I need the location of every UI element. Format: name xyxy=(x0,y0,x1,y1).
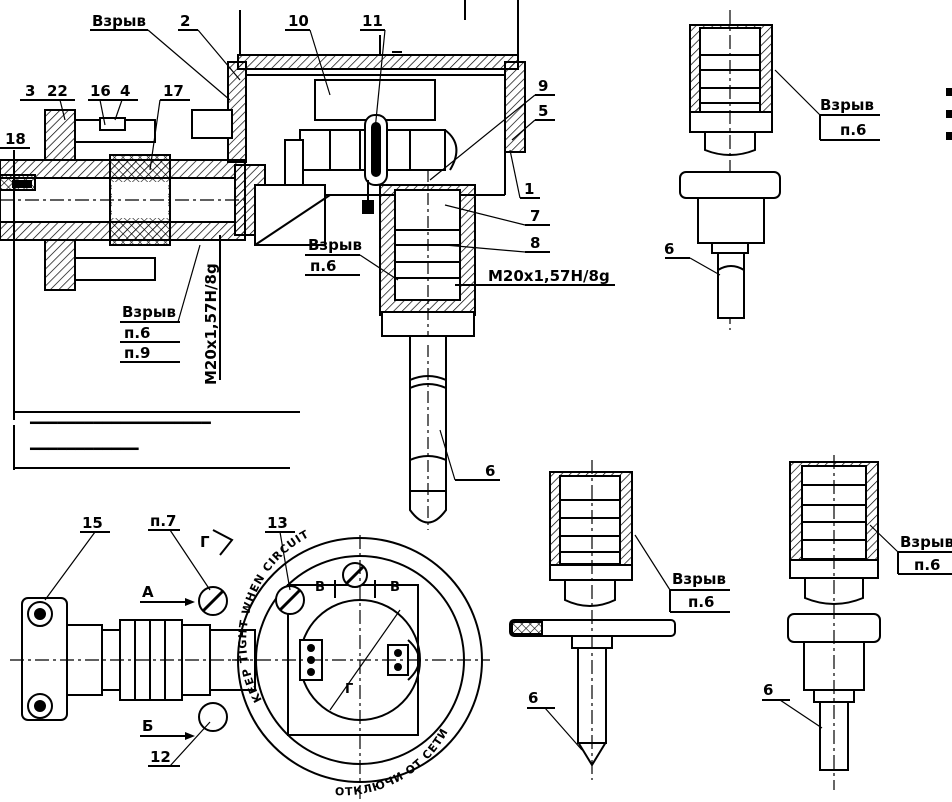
callout-15: 15 xyxy=(82,514,103,532)
note-vzryv: Взрыв xyxy=(672,570,726,588)
callout-7: 7 xyxy=(530,207,540,225)
mark-b-right: В xyxy=(390,580,400,595)
mark-b-left: В xyxy=(315,580,325,595)
note-vzryv: Взрыв xyxy=(92,12,146,30)
callout-13: 13 xyxy=(267,514,288,532)
front-view: KEEP TIGHT WHEN CIRCUIT ОТКЛЮЧИ ОТ СЕТИ xyxy=(10,527,490,800)
view-b-label: Б xyxy=(142,717,153,735)
callout-22: 22 xyxy=(47,82,68,100)
callout-12: 12 xyxy=(150,748,171,766)
note-p6: п.6 xyxy=(310,257,337,275)
callout-5: 5 xyxy=(538,102,548,120)
callout-4: 4 xyxy=(120,82,130,100)
callout-11: 11 xyxy=(362,12,383,30)
note-p7: п.7 xyxy=(150,512,177,530)
variant-top-right: Взрыв п.6 6 xyxy=(664,10,952,330)
note-p6: п.6 xyxy=(914,556,941,574)
callout-9: 9 xyxy=(538,77,548,95)
main-section-view: ━━━━━━━━━━━━━━━━━━━━ ━━━━━━━━━━━━ xyxy=(0,0,526,530)
callout-1: 1 xyxy=(524,180,534,198)
callout-6: 6 xyxy=(763,681,773,699)
callout-16: 16 xyxy=(90,82,111,100)
callout-6: 6 xyxy=(664,240,674,258)
main-leaders xyxy=(0,29,615,481)
callout-10: 10 xyxy=(288,12,309,30)
note-vzryv: Взрыв xyxy=(122,303,176,321)
callout-3: 3 xyxy=(25,82,35,100)
callout-17: 17 xyxy=(163,82,184,100)
ring-text-bottom-path: ОТКЛЮЧИ ОТ СЕТИ xyxy=(335,726,450,799)
note-thread: M20x1,57H/8g xyxy=(488,267,610,285)
note-p6: п.6 xyxy=(124,324,151,342)
ring-text-bottom: ОТКЛЮЧИ ОТ СЕТИ xyxy=(335,726,451,799)
view-g-label: Г xyxy=(200,533,210,551)
note-p6: п.6 xyxy=(688,593,715,611)
note-p6: п.6 xyxy=(840,121,867,139)
note-vzryv: Взрыв xyxy=(820,96,874,114)
variant-bottom-middle: Взрыв п.6 6 xyxy=(509,460,730,780)
view-a-label: A xyxy=(142,583,154,601)
note-vzryv: Взрыв xyxy=(900,533,952,551)
variant-bottom-right: Взрыв п.6 6 xyxy=(762,455,952,790)
callout-6: 6 xyxy=(485,462,495,480)
note-p9: п.9 xyxy=(124,344,151,362)
mark-g-center: Г xyxy=(345,682,353,697)
callout-6: 6 xyxy=(528,689,538,707)
svg-text:━━━━━━━━━━━━: ━━━━━━━━━━━━ xyxy=(29,440,139,458)
svg-text:━━━━━━━━━━━━━━━━━━━━: ━━━━━━━━━━━━━━━━━━━━ xyxy=(29,414,212,432)
callout-2: 2 xyxy=(180,12,190,30)
main-labels: Взрыв 2 10 11 3 22 16 4 17 18 9 5 1 7 8 … xyxy=(5,12,610,480)
callout-8: 8 xyxy=(530,234,540,252)
front-labels: 15 п.7 13 Г A Б 12 В В Г xyxy=(44,512,400,767)
callout-18: 18 xyxy=(5,130,26,148)
note-vzryv: Взрыв xyxy=(308,236,362,254)
note-thread-vertical: M20x1,57H/8g xyxy=(202,263,220,385)
